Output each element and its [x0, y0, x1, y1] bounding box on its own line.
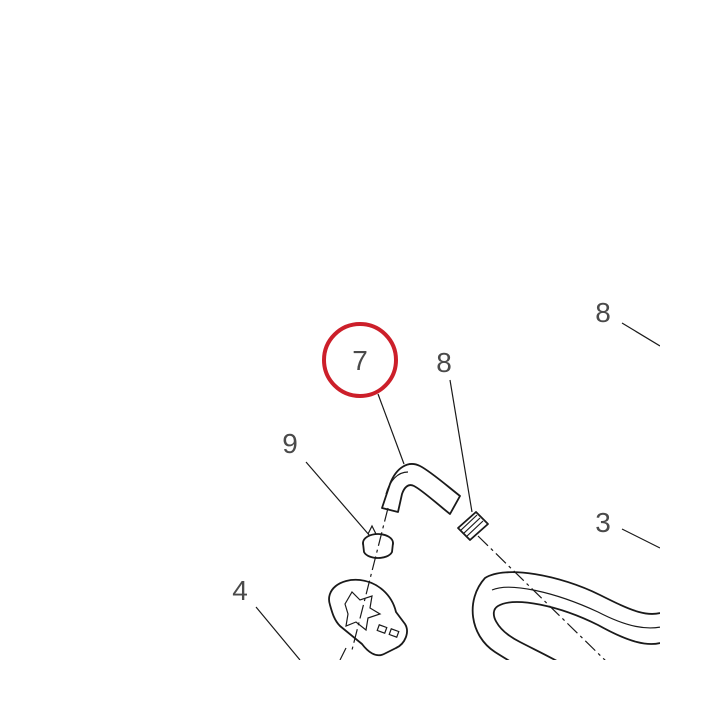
highlight-circle	[322, 322, 398, 398]
connector-part-8	[457, 511, 489, 541]
leader-line-7	[377, 393, 405, 465]
callout-3: 3	[595, 507, 611, 538]
callout-8-right: 8	[595, 297, 611, 328]
leader-line-3	[621, 528, 660, 549]
leader-line-8	[449, 379, 473, 513]
clamp-part-9	[362, 524, 394, 559]
base-part-4	[328, 578, 408, 660]
callout-9: 9	[282, 428, 298, 459]
callout-8: 8	[436, 347, 452, 378]
leader-line-9	[305, 461, 371, 537]
callout-7: 7	[352, 345, 368, 376]
axis-line-connector	[477, 535, 606, 660]
leader-line-4	[255, 606, 301, 660]
callout-4: 4	[232, 575, 248, 606]
leader-line-8-right	[621, 322, 660, 347]
tube-part-3	[471, 571, 660, 660]
hose-part-7	[381, 463, 461, 515]
